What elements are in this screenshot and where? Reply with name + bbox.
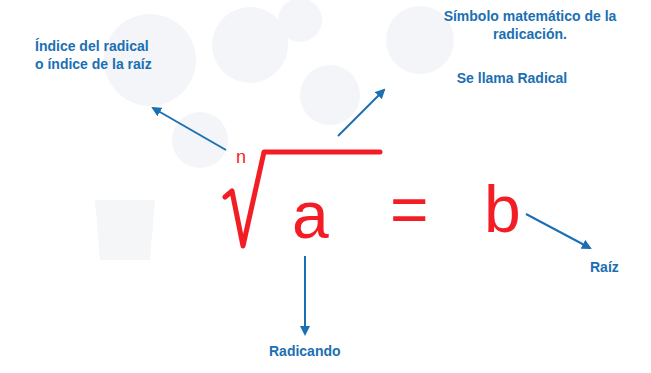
- root-leader: [526, 214, 590, 248]
- radical-leader: [338, 90, 384, 136]
- root-symbol: b: [484, 176, 521, 242]
- root-label: Raíz: [590, 259, 619, 277]
- radical-name-label: Se llama Radical: [417, 70, 607, 88]
- radicand-leader: [304, 256, 306, 334]
- radicand-label: Radicando: [269, 343, 341, 361]
- watermark: [95, 0, 454, 260]
- equals-sign: =: [390, 176, 429, 242]
- index-leader: [153, 108, 226, 150]
- radicand-symbol: a: [292, 182, 329, 248]
- index-symbol: n: [236, 148, 246, 166]
- index-label: Índice del radical o índice de la raíz: [35, 38, 157, 73]
- radical-label: Símbolo matemático de la radicación.: [435, 8, 625, 43]
